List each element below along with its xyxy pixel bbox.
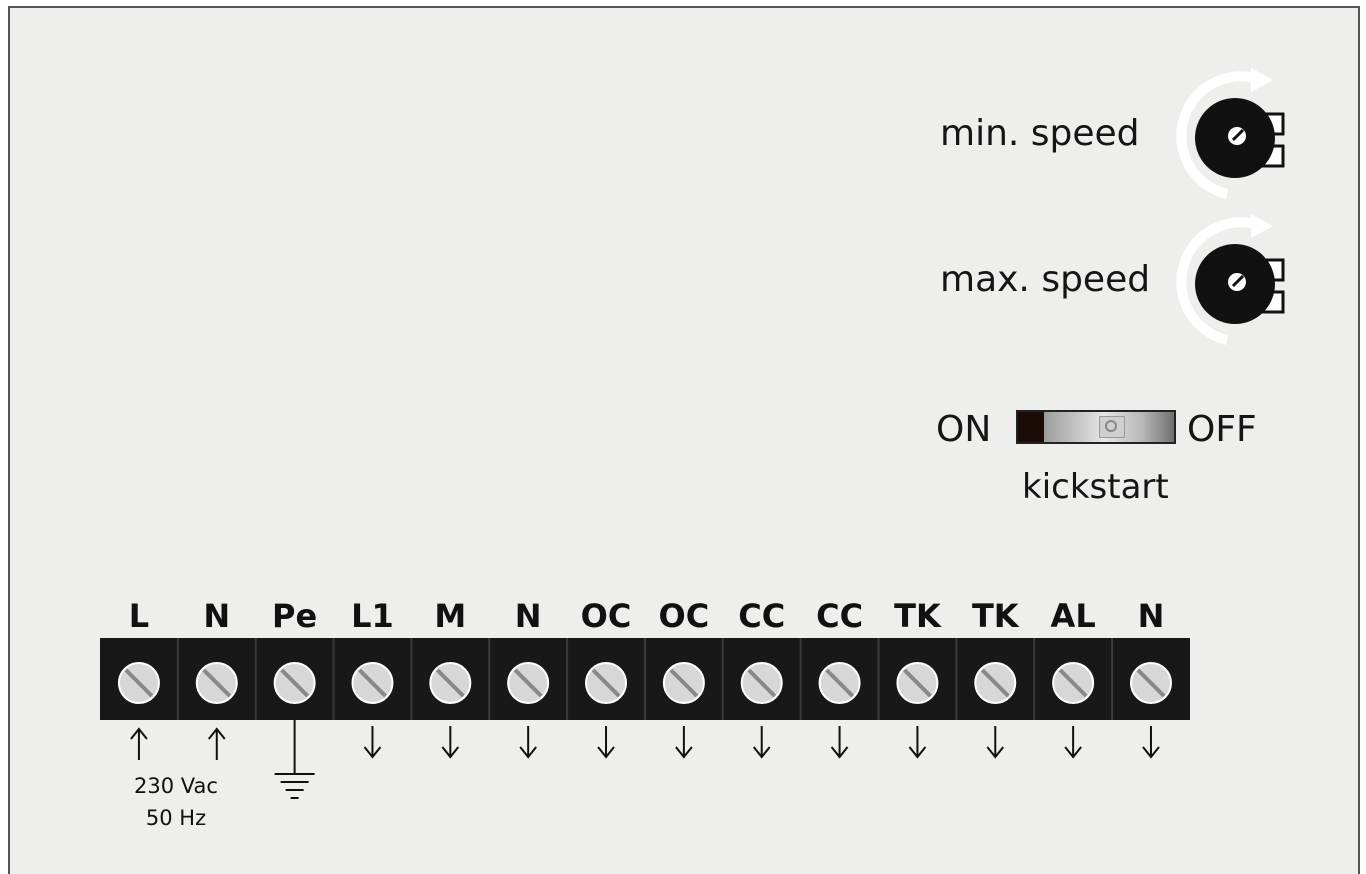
kickstart-label: kickstart — [1022, 467, 1169, 507]
switch-on-label: ON — [936, 409, 992, 450]
terminal-screw-icon[interactable] — [273, 662, 316, 704]
terminal-label: TK — [894, 597, 941, 635]
terminal-label: OC — [658, 597, 710, 635]
terminal-screw-icon[interactable] — [429, 662, 472, 704]
terminal-label: AL — [1050, 597, 1096, 635]
terminal-screw-icon[interactable] — [351, 662, 394, 704]
input-arrow-icon — [130, 727, 148, 760]
terminal-label: L1 — [351, 597, 394, 635]
output-arrow-icon — [519, 726, 537, 759]
voltage-note: 230 Vac — [134, 774, 218, 798]
terminal-label: N — [514, 597, 542, 635]
terminal-screw-icon[interactable] — [1129, 662, 1172, 704]
switch-knob[interactable] — [1098, 416, 1125, 438]
output-arrow-icon — [441, 726, 460, 759]
max-speed-label: max. speed — [940, 259, 1151, 300]
output-arrow-icon — [986, 726, 1005, 759]
output-arrow-icon — [830, 726, 849, 759]
terminal-screw-icon[interactable] — [1052, 662, 1095, 704]
output-arrow-icon — [363, 726, 382, 759]
terminal-label: TK — [971, 597, 1019, 635]
terminal-screw-icon[interactable] — [662, 662, 705, 704]
terminal-screw-icon[interactable] — [896, 662, 939, 704]
max-speed-trimmer-icon — [1176, 214, 1285, 345]
input-arrow-icon — [207, 727, 226, 760]
output-arrow-icon — [1142, 726, 1160, 759]
terminal-label: Pe — [272, 597, 318, 635]
terminal-screw-icon[interactable] — [585, 662, 628, 704]
terminal-label: N — [1137, 597, 1165, 635]
min-speed-label: min. speed — [940, 113, 1140, 154]
switch-off-label: OFF — [1187, 409, 1257, 450]
terminal-screw-icon[interactable] — [507, 662, 550, 704]
frequency-note: 50 Hz — [145, 806, 207, 830]
terminal-label: L — [128, 597, 150, 635]
output-arrow-icon — [908, 726, 927, 759]
terminal-screw-icon[interactable] — [740, 662, 783, 704]
terminal-label: CC — [816, 597, 864, 635]
output-arrow-icon — [675, 726, 693, 759]
output-arrow-icon — [597, 726, 615, 759]
output-arrow-icon — [752, 726, 771, 759]
terminal-label: CC — [738, 597, 786, 635]
terminal-screw-icon[interactable] — [974, 662, 1017, 704]
terminal-label: M — [434, 597, 467, 635]
terminal-screw-icon[interactable] — [117, 662, 160, 704]
ground-icon — [274, 720, 315, 799]
terminal-screw-icon[interactable] — [195, 662, 238, 704]
min-speed-trimmer-icon — [1176, 68, 1285, 199]
terminal-label: N — [203, 597, 231, 635]
terminal-screw-icon[interactable] — [818, 662, 861, 704]
output-arrow-icon — [1064, 726, 1082, 759]
kickstart-switch[interactable] — [1016, 410, 1176, 444]
terminal-label: OC — [580, 597, 632, 635]
switch-on-indicator — [1018, 412, 1044, 442]
